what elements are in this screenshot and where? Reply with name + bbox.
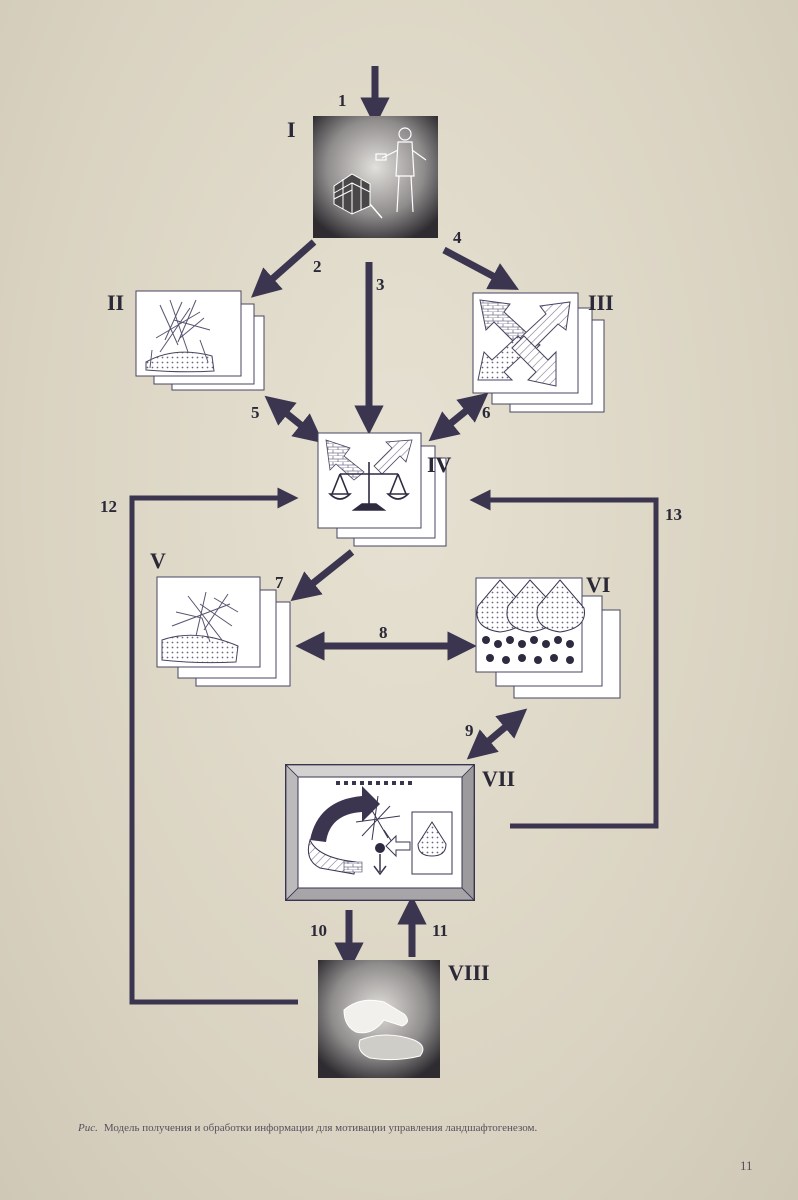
stage-7-framed-picture xyxy=(285,764,475,901)
flow-9-label: 9 xyxy=(465,721,474,740)
bricks-pile-icon xyxy=(333,173,383,219)
stage-6-document xyxy=(475,577,621,699)
flow-2-label: 2 xyxy=(313,257,322,276)
flow-3-label: 3 xyxy=(376,275,385,294)
figure-caption: Рис. Модель получения и обработки информа… xyxy=(78,1122,738,1134)
trees-icon xyxy=(476,579,585,633)
caption-text: Модель получения и обработки информации … xyxy=(103,1122,538,1134)
stage-6-label: VI xyxy=(586,572,610,597)
stage-2-label: II xyxy=(107,290,124,315)
stage-3-label: III xyxy=(588,290,614,315)
stage-8-photo xyxy=(318,960,440,1078)
arrow-2 xyxy=(250,239,317,298)
arrow-4 xyxy=(442,246,519,290)
arrow-5 xyxy=(264,395,324,444)
stage-5-document xyxy=(156,576,291,687)
stage-3-document xyxy=(472,292,605,413)
figure-person-icon xyxy=(375,127,427,213)
flow-4-label: 4 xyxy=(453,228,462,247)
stage-1-label: I xyxy=(287,117,296,142)
flow-6-label: 6 xyxy=(482,403,491,422)
stage-1-photo xyxy=(313,116,438,238)
flow-10-label: 10 xyxy=(310,921,327,940)
stage-8-label: VIII xyxy=(448,960,490,985)
page-number: 11 xyxy=(740,1158,753,1173)
stage-2-document xyxy=(135,290,265,391)
arrow-13 xyxy=(469,489,659,829)
flow-1-label: 1 xyxy=(338,91,347,110)
hands-icon xyxy=(343,999,424,1061)
arrow-9 xyxy=(466,708,528,760)
stage-4-document xyxy=(317,432,447,547)
stage-5-label: V xyxy=(150,548,166,573)
scales-icon xyxy=(328,462,410,511)
stage-4-label: IV xyxy=(427,452,452,477)
flow-8-label: 8 xyxy=(379,623,388,642)
flow-5-label: 5 xyxy=(251,403,260,422)
arrow-6 xyxy=(428,392,489,442)
flow-13-label: 13 xyxy=(665,505,682,524)
flow-12-label: 12 xyxy=(100,497,117,516)
arrow-12 xyxy=(129,487,299,1005)
flow-7-label: 7 xyxy=(275,573,284,592)
caption-prefix: Рис. xyxy=(78,1122,98,1134)
arrow-7 xyxy=(290,549,355,602)
stage-7-label: VII xyxy=(482,766,515,791)
flow-11-label: 11 xyxy=(432,921,448,940)
flow-arrows xyxy=(129,66,659,1005)
